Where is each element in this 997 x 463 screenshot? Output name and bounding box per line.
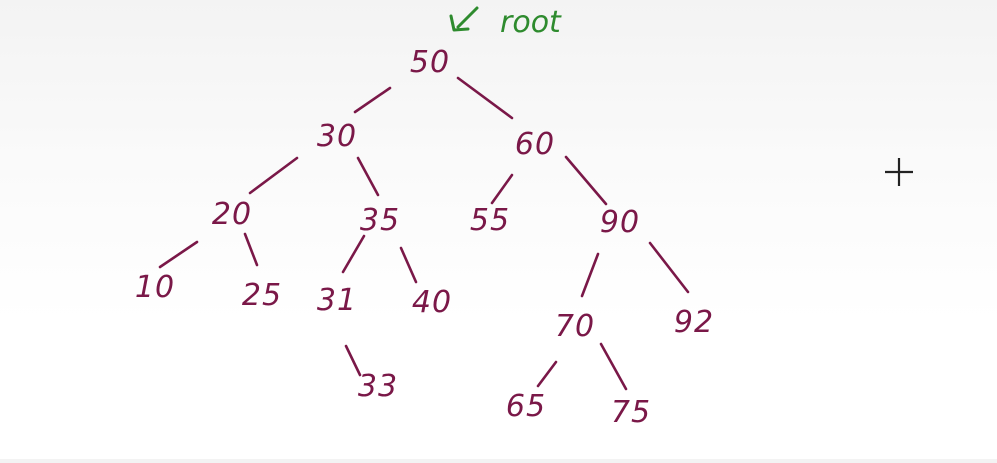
node-10: 10 xyxy=(135,270,175,305)
edge-90-92 xyxy=(648,241,690,294)
root-annotation: root xyxy=(449,5,562,40)
node-65: 65 xyxy=(506,389,546,424)
node-30: 30 xyxy=(317,119,357,154)
edge-50-30 xyxy=(353,86,392,114)
tree-edges xyxy=(158,76,690,391)
node-60: 60 xyxy=(515,127,555,162)
node-35: 35 xyxy=(360,203,400,238)
crosshair-cursor-icon xyxy=(885,158,913,186)
edge-20-25 xyxy=(243,232,259,267)
node-75: 75 xyxy=(611,395,651,430)
edge-50-60 xyxy=(456,76,514,120)
edge-31-33 xyxy=(344,344,362,377)
node-55: 55 xyxy=(470,203,510,238)
node-92: 92 xyxy=(674,305,714,340)
edge-30-35 xyxy=(356,156,380,197)
node-40: 40 xyxy=(412,285,452,320)
edge-90-70 xyxy=(580,252,600,298)
root-label: root xyxy=(500,5,562,40)
edge-30-20 xyxy=(248,156,299,195)
node-33: 33 xyxy=(358,369,398,404)
edge-20-10 xyxy=(158,240,199,269)
edge-35-40 xyxy=(399,246,418,284)
node-20: 20 xyxy=(212,197,252,232)
tree-nodes: 50 30 60 20 35 55 90 10 25 31 40 70 92 33 65 75 xyxy=(135,45,714,430)
edge-35-31 xyxy=(341,234,366,274)
arrow-down-left-icon xyxy=(449,6,479,32)
edge-60-55 xyxy=(490,173,514,205)
node-70: 70 xyxy=(555,309,595,344)
node-50: 50 xyxy=(410,45,450,80)
node-31: 31 xyxy=(317,283,357,318)
node-90: 90 xyxy=(600,205,640,240)
node-25: 25 xyxy=(242,278,282,313)
edge-70-75 xyxy=(599,342,628,391)
edge-70-65 xyxy=(536,360,558,388)
edge-60-90 xyxy=(564,155,608,206)
